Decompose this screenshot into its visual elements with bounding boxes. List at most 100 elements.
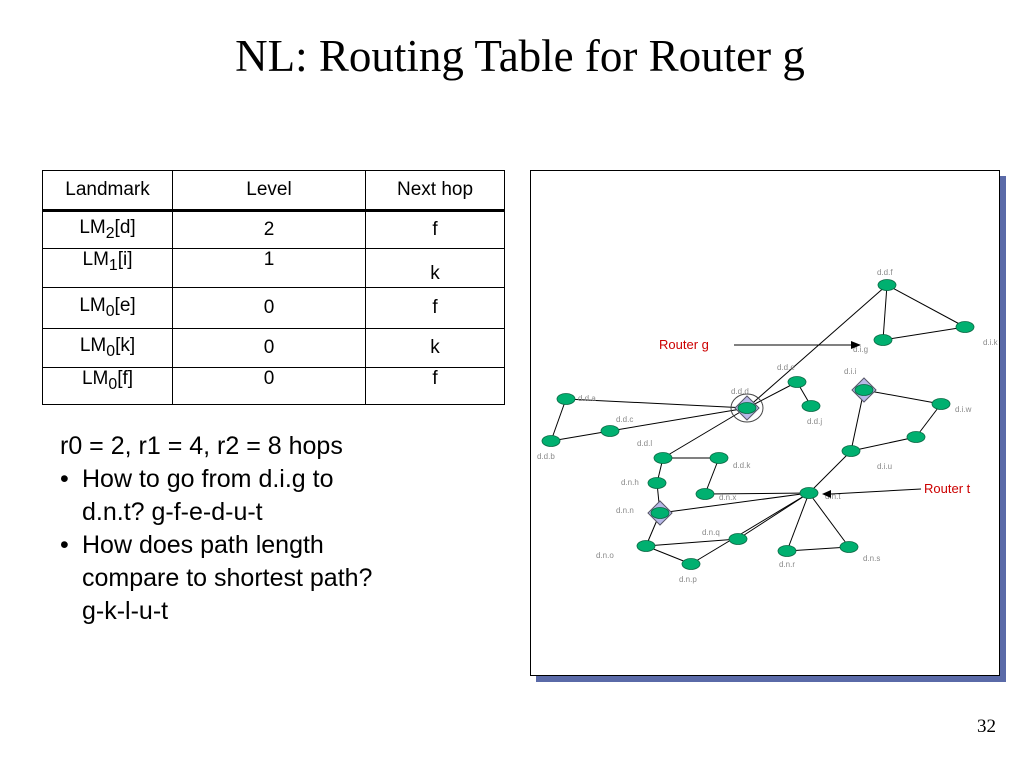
node-label: d.d.a bbox=[578, 394, 596, 403]
router-node bbox=[695, 488, 715, 500]
router-t-callout: Router t bbox=[924, 481, 971, 496]
network-edge bbox=[808, 492, 850, 548]
bullet-line: How does path length bbox=[82, 531, 324, 559]
landmark-cell: LM0[f] bbox=[42, 367, 173, 405]
network-edge bbox=[550, 430, 611, 442]
node-label: d.d.d bbox=[731, 387, 749, 396]
router-node bbox=[799, 487, 819, 499]
router-node bbox=[873, 334, 893, 346]
router-node bbox=[636, 540, 656, 552]
node-label: d.n.x bbox=[719, 493, 736, 502]
bullet-line: g-k-l-u-t bbox=[82, 597, 169, 625]
node-label: d.d.j bbox=[807, 417, 822, 426]
router-node bbox=[556, 393, 576, 405]
bullet-line: d.n.t? g-f-e-d-u-t bbox=[82, 498, 263, 526]
node-label: d.n.r bbox=[779, 560, 795, 569]
router-node bbox=[600, 425, 620, 437]
node-label: d.i.k bbox=[983, 338, 999, 347]
router-node bbox=[737, 402, 757, 414]
router-node bbox=[787, 376, 807, 388]
router-node bbox=[854, 384, 874, 396]
bullet-compare: • How does path length compare to shorte… bbox=[60, 529, 372, 628]
level-cell: 0 bbox=[172, 287, 366, 329]
network-edge bbox=[609, 407, 748, 432]
landmark-cell: LM0[k] bbox=[42, 328, 173, 368]
network-edge bbox=[915, 403, 942, 438]
table-row: LM2[d] 2 f bbox=[42, 210, 505, 249]
level-cell: 1 bbox=[172, 248, 366, 288]
header-level: Level bbox=[172, 170, 366, 212]
network-edge bbox=[690, 492, 810, 565]
node-label: d.n.h bbox=[621, 478, 639, 487]
network-edge bbox=[746, 284, 888, 409]
bullet-icon: • bbox=[60, 531, 69, 559]
network-edge bbox=[886, 284, 966, 328]
network-edge bbox=[565, 398, 748, 409]
network-edge bbox=[863, 389, 942, 405]
next-hop-cell: k bbox=[365, 328, 505, 368]
network-edge bbox=[704, 457, 720, 495]
router-g-callout: Router g bbox=[659, 337, 709, 352]
bullet-line: How to go from d.i.g to bbox=[82, 465, 334, 493]
router-node bbox=[647, 477, 667, 489]
level-cell: 0 bbox=[172, 328, 366, 368]
routing-table: Landmark Level Next hop LM2[d] 2 f LM1[i… bbox=[42, 170, 505, 405]
table-row: LM0[f] 0 f bbox=[42, 367, 505, 405]
router-node bbox=[906, 431, 926, 443]
network-edge bbox=[882, 326, 966, 341]
node-label: d.n.q bbox=[702, 528, 720, 537]
router-g-highlight bbox=[730, 393, 764, 423]
node-label: d.n.n bbox=[616, 506, 634, 515]
network-edge bbox=[659, 492, 810, 514]
next-hop-cell: k bbox=[365, 248, 505, 288]
notes: r0 = 2, r1 = 4, r2 = 8 hops • How to go … bbox=[60, 430, 372, 628]
node-label: d.d.b bbox=[537, 452, 555, 461]
node-label: d.n.t bbox=[825, 492, 841, 501]
page-number: 32 bbox=[977, 716, 996, 737]
node-label: d.d.l bbox=[637, 439, 652, 448]
router-node bbox=[839, 541, 859, 553]
router-node bbox=[777, 545, 797, 557]
router-t-arrowhead bbox=[822, 490, 831, 498]
router-t-arrow bbox=[830, 488, 922, 495]
node-label: d.d.k bbox=[733, 461, 751, 470]
network-edge bbox=[786, 492, 810, 552]
router-node bbox=[801, 400, 821, 412]
router-node bbox=[955, 321, 975, 333]
level-cell: 0 bbox=[172, 367, 366, 405]
node-label: d.n.o bbox=[596, 551, 614, 560]
slide-title: NL: Routing Table for Router g bbox=[235, 31, 805, 81]
network-edge bbox=[850, 436, 917, 452]
node-label: d.d.f bbox=[877, 268, 893, 277]
node-label: d.n.p bbox=[679, 575, 697, 584]
router-node bbox=[650, 507, 670, 519]
node-label: d.d.e bbox=[777, 363, 795, 372]
landmark-cell: LM2[d] bbox=[42, 210, 173, 249]
node-label: d.d.c bbox=[616, 415, 633, 424]
table-row: LM0[e] 0 f bbox=[42, 287, 505, 329]
next-hop-cell: f bbox=[365, 367, 505, 405]
router-node bbox=[931, 398, 951, 410]
router-node bbox=[681, 558, 701, 570]
router-node bbox=[541, 435, 561, 447]
node-label: d.i.g bbox=[853, 345, 868, 354]
next-hop-cell: f bbox=[365, 287, 505, 329]
bullet-path: • How to go from d.i.g to d.n.t? g-f-e-d… bbox=[60, 463, 372, 529]
router-node bbox=[841, 445, 861, 457]
network-edge bbox=[704, 492, 810, 495]
landmark-cell: LM0[e] bbox=[42, 287, 173, 329]
hops-line: r0 = 2, r1 = 4, r2 = 8 hops bbox=[60, 432, 343, 460]
node-label: d.n.s bbox=[863, 554, 880, 563]
header-landmark: Landmark bbox=[42, 170, 173, 212]
network-edge bbox=[808, 450, 852, 494]
bullet-icon: • bbox=[60, 465, 69, 493]
next-hop-cell: f bbox=[365, 210, 505, 249]
router-node bbox=[728, 533, 748, 545]
landmark-cell: LM1[i] bbox=[42, 248, 173, 288]
router-node bbox=[709, 452, 729, 464]
router-node bbox=[653, 452, 673, 464]
network-edge bbox=[786, 546, 850, 552]
network-edge bbox=[662, 407, 748, 459]
